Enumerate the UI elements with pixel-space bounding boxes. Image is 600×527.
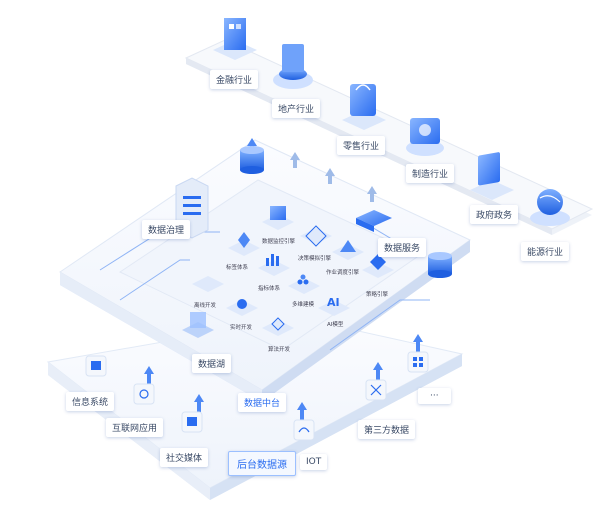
finance-icon	[213, 18, 257, 60]
energy-icon	[530, 189, 570, 226]
source-iot: IOT	[300, 454, 328, 470]
label-data-lake: 数据湖	[192, 354, 232, 373]
source-internet-app: 互联网应用	[106, 418, 164, 437]
industry-label-real-estate: 地产行业	[272, 99, 321, 118]
industry-label-energy: 能源行业	[521, 242, 570, 261]
module-tiles	[182, 206, 394, 338]
label-data-governance: 数据治理	[142, 220, 191, 239]
module-algo-dev: 算法开发	[268, 347, 291, 353]
source-social-media: 社交媒体	[160, 448, 209, 467]
module-ai-model: AI模型	[327, 322, 344, 328]
module-realtime-dev: 实时开发	[230, 325, 253, 331]
module-metric-system: 指标体系	[258, 286, 281, 292]
retail-icon	[342, 84, 386, 130]
module-monitor-engine: 数据监控引擎	[262, 239, 296, 245]
module-offline-dev: 离线开发	[194, 303, 217, 309]
source-info-system: 信息系统	[66, 392, 115, 411]
module-ops-engine: 作业调度引擎	[326, 270, 360, 276]
source-more: ···	[418, 388, 451, 404]
ai-glyph: AI	[327, 296, 340, 309]
industry-label-finance: 金融行业	[210, 70, 259, 89]
real-estate-icon	[273, 44, 313, 89]
module-multi-modeling: 多维建模	[292, 302, 315, 308]
source-third-party: 第三方数据	[358, 420, 416, 439]
industry-label-retail: 零售行业	[337, 136, 386, 155]
database-cylinder-right	[428, 252, 452, 278]
government-icon	[470, 152, 514, 200]
module-decision-engine: 决策模拟引擎	[298, 256, 332, 262]
industry-label-government: 政府政务	[470, 205, 519, 224]
database-cylinder-left	[240, 146, 264, 174]
module-label-system: 标签体系	[226, 265, 249, 271]
label-data-platform: 数据中台	[238, 393, 287, 412]
source-tiles	[85, 351, 429, 441]
label-backend-sources: 后台数据源	[228, 451, 296, 476]
industry-label-manufacturing: 制造行业	[406, 164, 455, 183]
label-data-services: 数据服务	[378, 238, 427, 257]
manufacturing-icon	[406, 118, 444, 156]
module-strategy-engine: 策略引擎	[366, 292, 389, 298]
